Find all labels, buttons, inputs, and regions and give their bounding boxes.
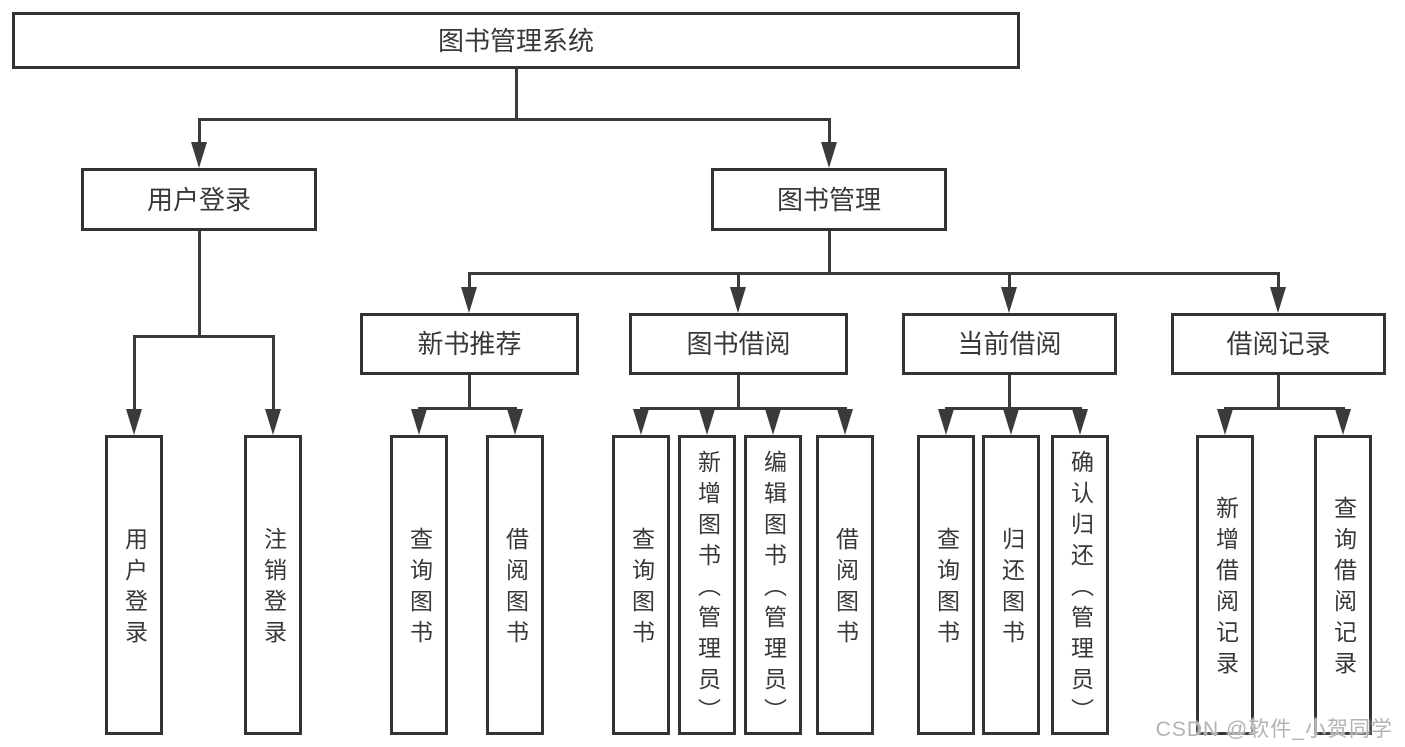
leaf-borrow-books: 借阅图书 (816, 435, 874, 735)
leaf-label: 新增图书（管理员） (694, 449, 721, 729)
node-book-borrow: 图书借阅 (629, 313, 848, 375)
arrow-to-login-leaf1 (126, 335, 142, 435)
edge-root-drop (515, 69, 518, 118)
node-new-book-recommend: 新书推荐 (360, 313, 579, 375)
leaf-query-books-borrow: 查询图书 (612, 435, 670, 735)
arrow-to-login-leaf2 (265, 335, 281, 435)
arrow-borrow-leaf1 (633, 407, 649, 435)
leaf-query-books-current: 查询图书 (917, 435, 975, 735)
edge-current-rail (945, 407, 1082, 410)
edge-level3-rail (468, 272, 1280, 275)
leaf-edit-books-admin: 编辑图书（管理员） (744, 435, 802, 735)
arrow-records-leaf2 (1335, 407, 1351, 435)
arrow-to-login (191, 118, 207, 168)
leaf-label: 注销登录 (260, 527, 287, 651)
leaf-query-books-recommend: 查询图书 (390, 435, 448, 735)
edge-level2-rail (198, 118, 831, 121)
arrow-current-leaf1 (938, 407, 954, 435)
leaf-label: 确认归还（管理员） (1067, 449, 1094, 729)
leaf-confirm-return-admin: 确认归还（管理员） (1051, 435, 1109, 735)
edge-login-rail (133, 335, 275, 338)
arrow-recommend-leaf2 (507, 407, 523, 435)
arrow-borrow-leaf3 (765, 407, 781, 435)
leaf-label: 借阅图书 (502, 527, 529, 651)
node-label: 新书推荐 (417, 329, 522, 359)
csdn-watermark: CSDN @软件_小贺同学 (1155, 718, 1393, 741)
leaf-borrow-books-recommend: 借阅图书 (486, 435, 544, 735)
leaf-logout: 注销登录 (244, 435, 302, 735)
arrow-to-records (1270, 272, 1286, 313)
edge-mgmt-drop (828, 231, 831, 272)
node-label: 图书管理系统 (437, 25, 594, 56)
arrow-to-mgmt (821, 118, 837, 168)
node-current-borrow: 当前借阅 (902, 313, 1117, 375)
edge-borrow-drop (737, 375, 740, 407)
leaf-label: 查询图书 (628, 527, 655, 651)
node-library-system: 图书管理系统 (12, 12, 1020, 69)
leaf-label: 查询图书 (933, 527, 960, 651)
leaf-label: 用户登录 (121, 527, 148, 651)
leaf-label: 查询图书 (406, 527, 433, 651)
leaf-label: 归还图书 (998, 527, 1025, 651)
arrow-to-borrow (730, 272, 746, 313)
edge-recommend-drop (468, 375, 471, 407)
arrow-to-recommend (461, 272, 477, 313)
node-book-mgmt: 图书管理 (711, 168, 947, 231)
edge-login-drop (198, 231, 201, 338)
leaf-label: 新增借阅记录 (1212, 496, 1239, 682)
arrow-records-leaf1 (1217, 407, 1233, 435)
leaf-label: 编辑图书（管理员） (760, 449, 787, 729)
edge-records-rail (1224, 407, 1344, 410)
node-label: 图书管理 (776, 184, 881, 215)
arrow-borrow-leaf4 (837, 407, 853, 435)
arrow-recommend-leaf1 (411, 407, 427, 435)
arrow-borrow-leaf2 (699, 407, 715, 435)
arrow-current-leaf3 (1072, 407, 1088, 435)
leaf-query-borrow-record: 查询借阅记录 (1314, 435, 1372, 735)
node-label: 图书借阅 (686, 329, 791, 359)
arrow-current-leaf2 (1003, 407, 1019, 435)
leaf-user-login: 用户登录 (105, 435, 163, 735)
node-label: 用户登录 (146, 184, 251, 215)
leaf-label: 借阅图书 (832, 527, 859, 651)
node-label: 当前借阅 (957, 329, 1062, 359)
edge-recommend-rail (418, 407, 517, 410)
node-borrow-records: 借阅记录 (1171, 313, 1386, 375)
node-user-login: 用户登录 (81, 168, 317, 231)
leaf-return-books: 归还图书 (982, 435, 1040, 735)
edge-current-drop (1008, 375, 1011, 407)
edge-borrow-rail (640, 407, 847, 410)
node-label: 借阅记录 (1226, 329, 1331, 359)
leaf-add-borrow-record: 新增借阅记录 (1196, 435, 1254, 735)
leaf-label: 查询借阅记录 (1330, 496, 1357, 682)
arrow-to-current (1001, 272, 1017, 313)
leaf-add-books-admin: 新增图书（管理员） (678, 435, 736, 735)
edge-records-drop (1277, 375, 1280, 407)
